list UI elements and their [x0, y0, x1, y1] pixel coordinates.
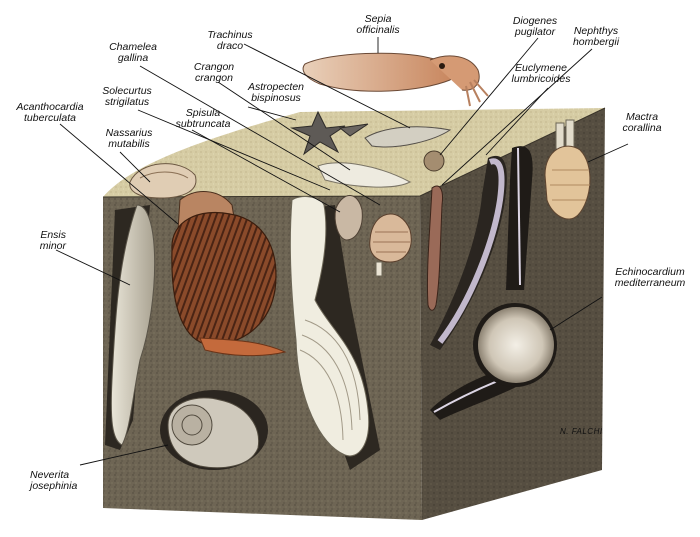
label-spisula-subtruncata: Spisula subtruncata [170, 108, 236, 130]
label-line: Nassarius [105, 127, 153, 139]
label-line: Crangon [193, 61, 235, 73]
sepia-cuttlefish [302, 52, 489, 107]
label-line: crangon [195, 72, 233, 84]
label-line: Trachinus [207, 29, 253, 41]
label-line: strigilatus [104, 96, 150, 108]
label-line: officinalis [356, 24, 400, 36]
acanthocardia-shell [171, 191, 287, 357]
label-line: minor [39, 240, 66, 252]
label-chamelea-gallina: Chamelea gallina [102, 42, 164, 64]
label-line: mutabilis [108, 138, 150, 150]
mactra-shell [544, 119, 591, 220]
astropecten-starfish [290, 110, 369, 156]
label-line: hombergii [572, 36, 620, 48]
label-line: Neverita [30, 469, 70, 481]
crangon-shrimp [317, 162, 412, 188]
label-diogenes-pugilator: Diogenes pugilator [505, 16, 565, 38]
sand-surface [103, 108, 605, 197]
label-sepia-officinalis: Sepia officinalis [353, 14, 403, 36]
chamelea-shell [369, 213, 412, 277]
label-line: Chamelea [109, 41, 157, 53]
label-euclymene-lumbricoides: Euclymene lumbricoides [506, 63, 576, 85]
label-neverita-josephinia: Neverita josephinia [30, 470, 100, 492]
label-line: Sepia [364, 13, 392, 25]
ensis-minor-shell [105, 204, 156, 450]
label-line: draco [216, 40, 244, 52]
label-nassarius-mutabilis: Nassarius mutabilis [100, 128, 158, 150]
label-line: pugilator [514, 26, 556, 38]
spisula-shell [334, 195, 363, 241]
label-line: Astropecten [247, 81, 305, 93]
label-line: Solecurtus [102, 85, 152, 97]
neverita-shell [160, 390, 268, 470]
label-line: Spisula [185, 107, 221, 119]
label-line: bispinosus [251, 92, 301, 104]
label-line: Acanthocardia [16, 101, 84, 113]
label-line: Euclymene [515, 62, 567, 74]
nephthys-worm [430, 155, 507, 350]
label-line: mediterraneum [614, 277, 686, 289]
artist-signature: N. FALCHI [560, 427, 603, 436]
label-line: tuberculata [24, 112, 76, 124]
nassarius-shell [129, 163, 197, 199]
label-line: josephinia [30, 480, 78, 492]
label-line: Ensis [40, 229, 66, 241]
echinocardium-urchin [430, 146, 557, 420]
label-line: gallina [117, 52, 149, 64]
label-line: lumbricoides [511, 73, 571, 85]
label-acanthocardia-tuberculata: Acanthocardia tuberculata [10, 102, 90, 124]
label-line: corallina [622, 122, 662, 134]
label-nephthys-hombergii: Nephthys hombergii [566, 26, 626, 48]
label-ensis-minor: Ensis minor [20, 230, 66, 252]
leader-lines [55, 37, 629, 466]
label-mactra-corallina: Mactra corallina [612, 112, 672, 134]
label-trachinus-draco: Trachinus draco [200, 30, 260, 52]
label-solecurtus-strigilatus: Solecurtus strigilatus [94, 86, 160, 108]
label-line: subtruncata [175, 118, 231, 130]
label-line: Mactra [625, 111, 659, 123]
diogenes-hermit-crab [423, 150, 445, 172]
label-line: Nephthys [573, 25, 619, 37]
label-echinocardium-mediterraneum: Echinocardium mediterraneum [602, 267, 698, 289]
label-line: Echinocardium [615, 266, 685, 278]
euclymene-worm [426, 185, 443, 311]
solecurtus-shell [289, 196, 380, 470]
label-astropecten-bispinosus: Astropecten bispinosus [240, 82, 312, 104]
label-crangon-crangon: Crangon crangon [186, 62, 242, 84]
trachinus-fish [364, 126, 452, 148]
label-line: Diogenes [512, 15, 558, 27]
